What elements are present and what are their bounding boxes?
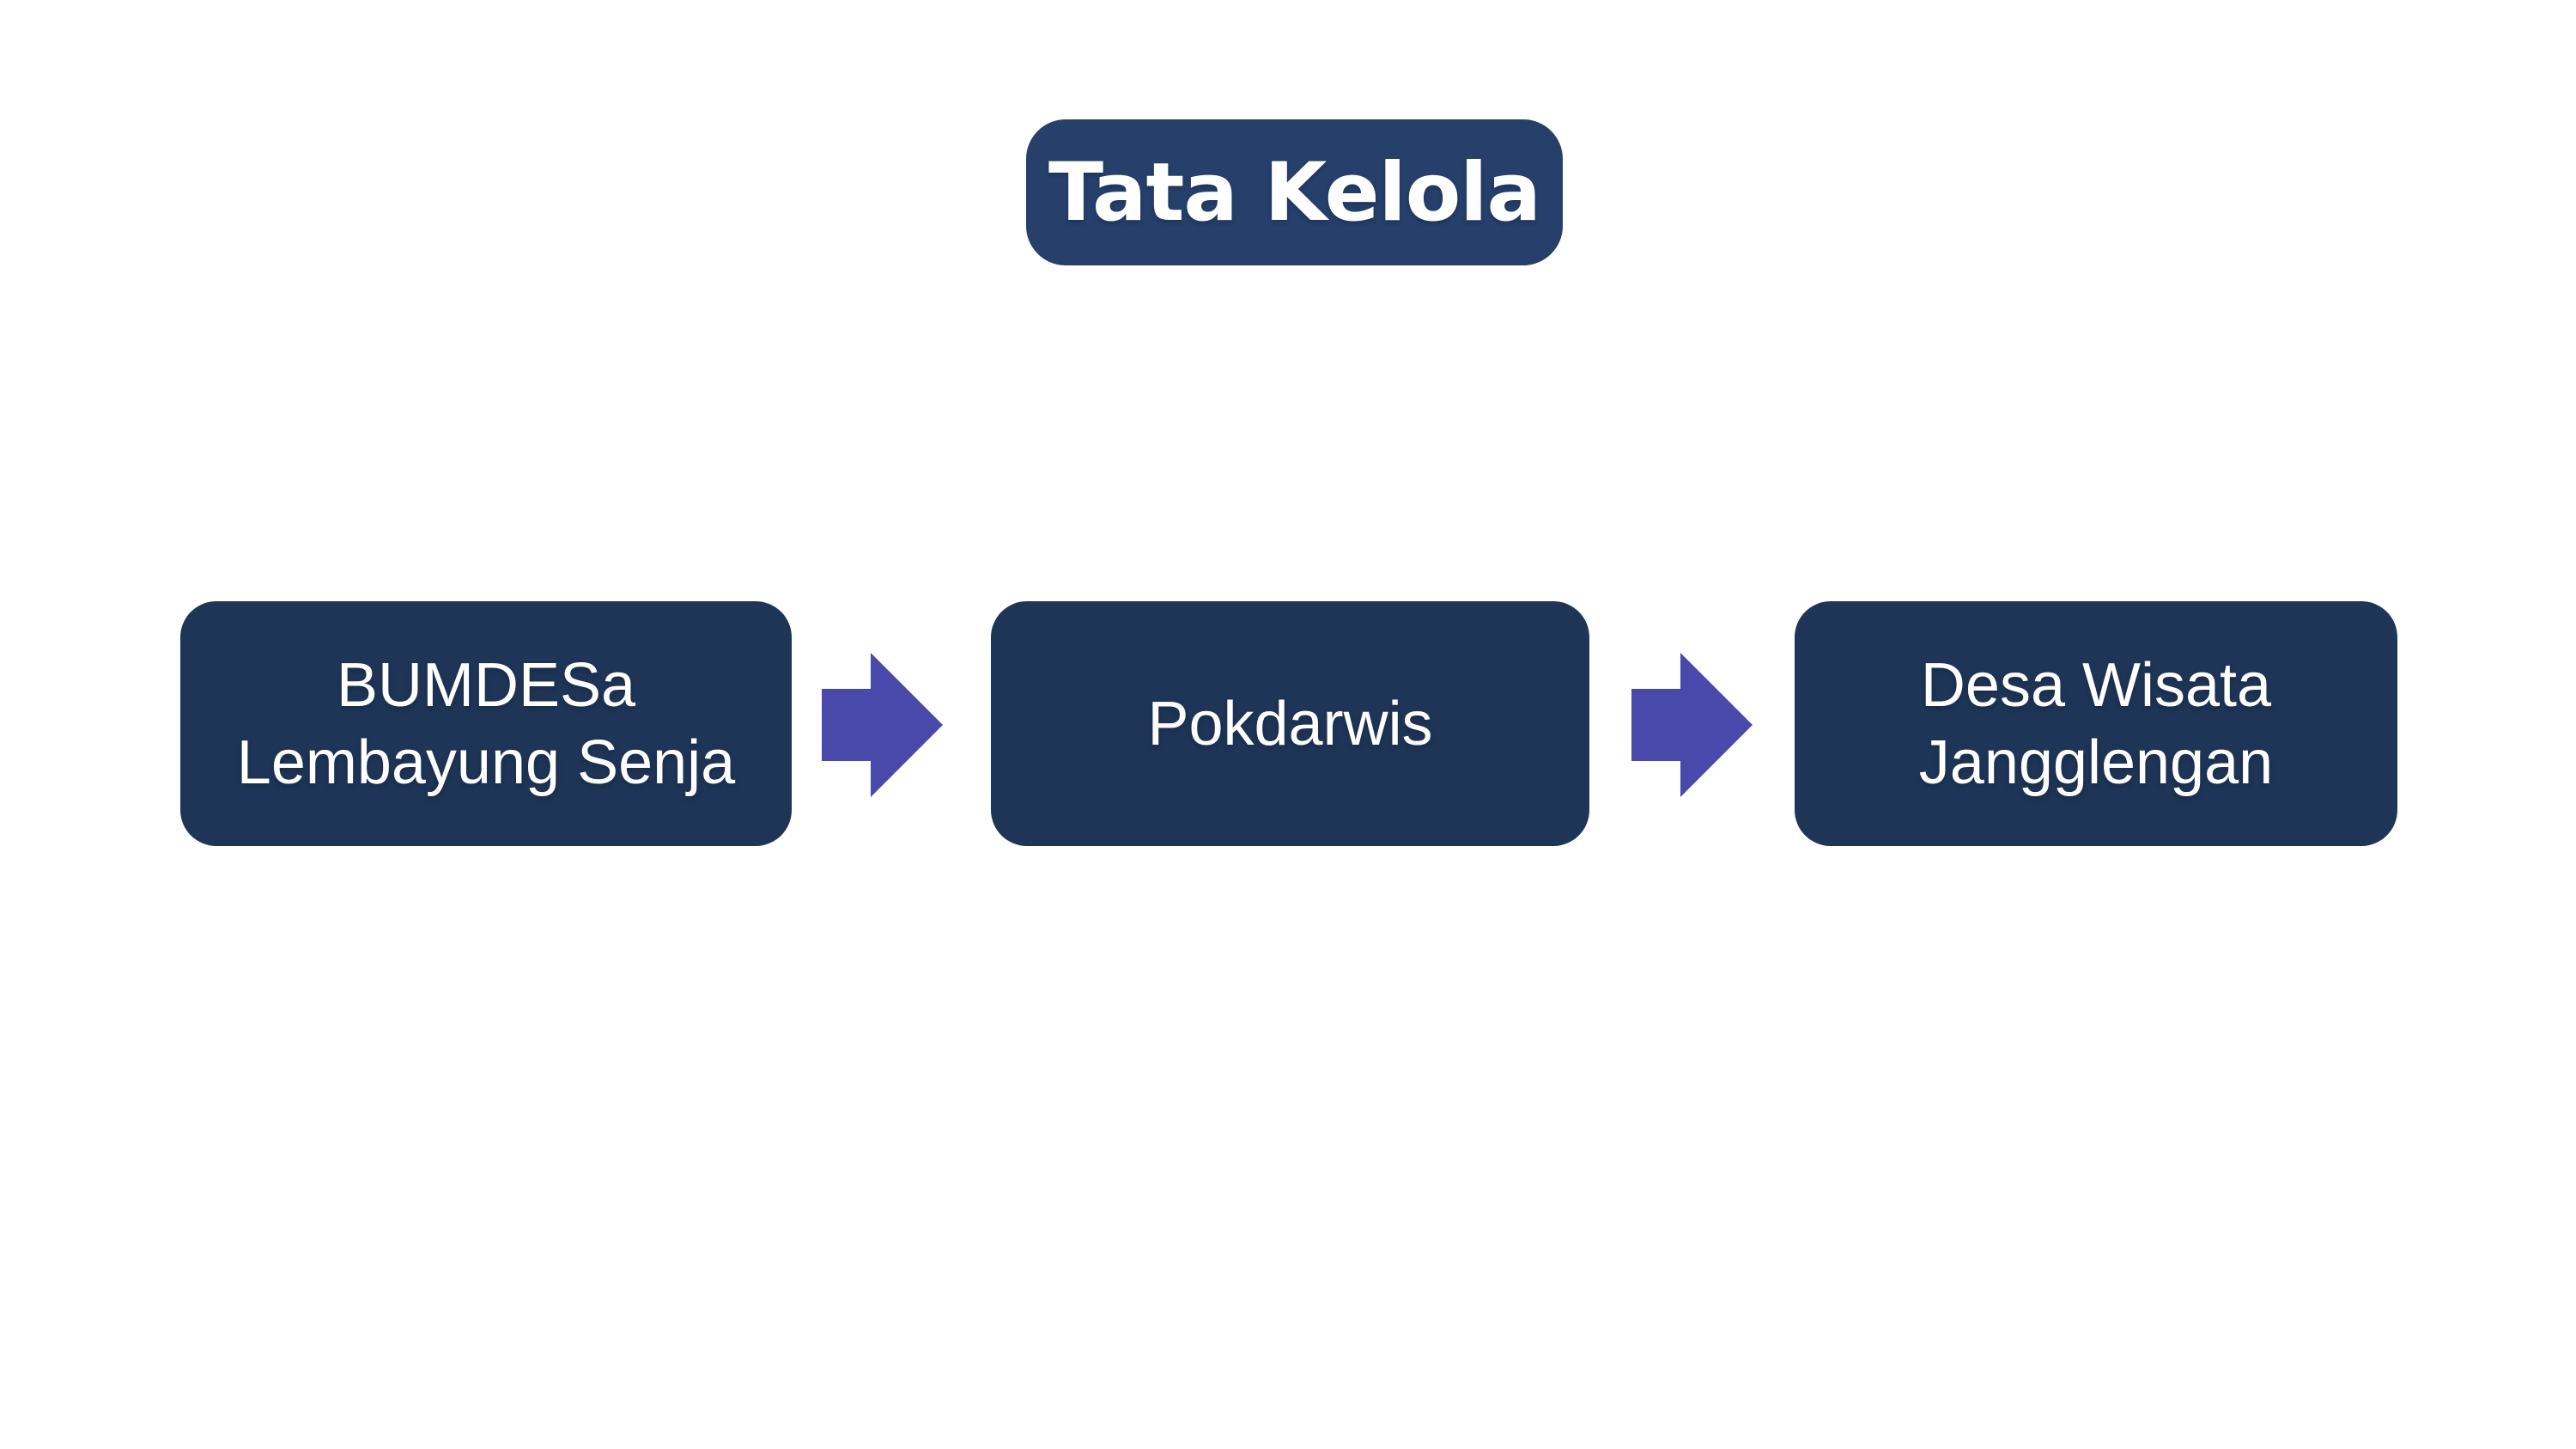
- node-label-line: Jangglengan: [1918, 728, 2274, 797]
- node-label-line: Desa Wisata: [1920, 650, 2272, 720]
- node-label-line: Pokdarwis: [1147, 689, 1433, 758]
- flow-node-pokdarwis: Pokdarwis: [991, 601, 1589, 846]
- page-title: Tata Kelola: [1048, 145, 1541, 240]
- arrow-right-icon: [822, 653, 943, 797]
- title-badge: Tata Kelola: [1026, 119, 1563, 265]
- flow-node-desa-wisata: Desa Wisata Jangglengan: [1795, 601, 2397, 846]
- arrow-right-shape: [1631, 653, 1753, 797]
- node-label-line: BUMDESa: [336, 650, 636, 720]
- arrow-right-icon: [1631, 653, 1753, 797]
- flow-node-bumdesa: BUMDESa Lembayung Senja: [180, 601, 792, 846]
- node-label-line: Lembayung Senja: [236, 728, 736, 797]
- arrow-right-shape: [822, 653, 943, 797]
